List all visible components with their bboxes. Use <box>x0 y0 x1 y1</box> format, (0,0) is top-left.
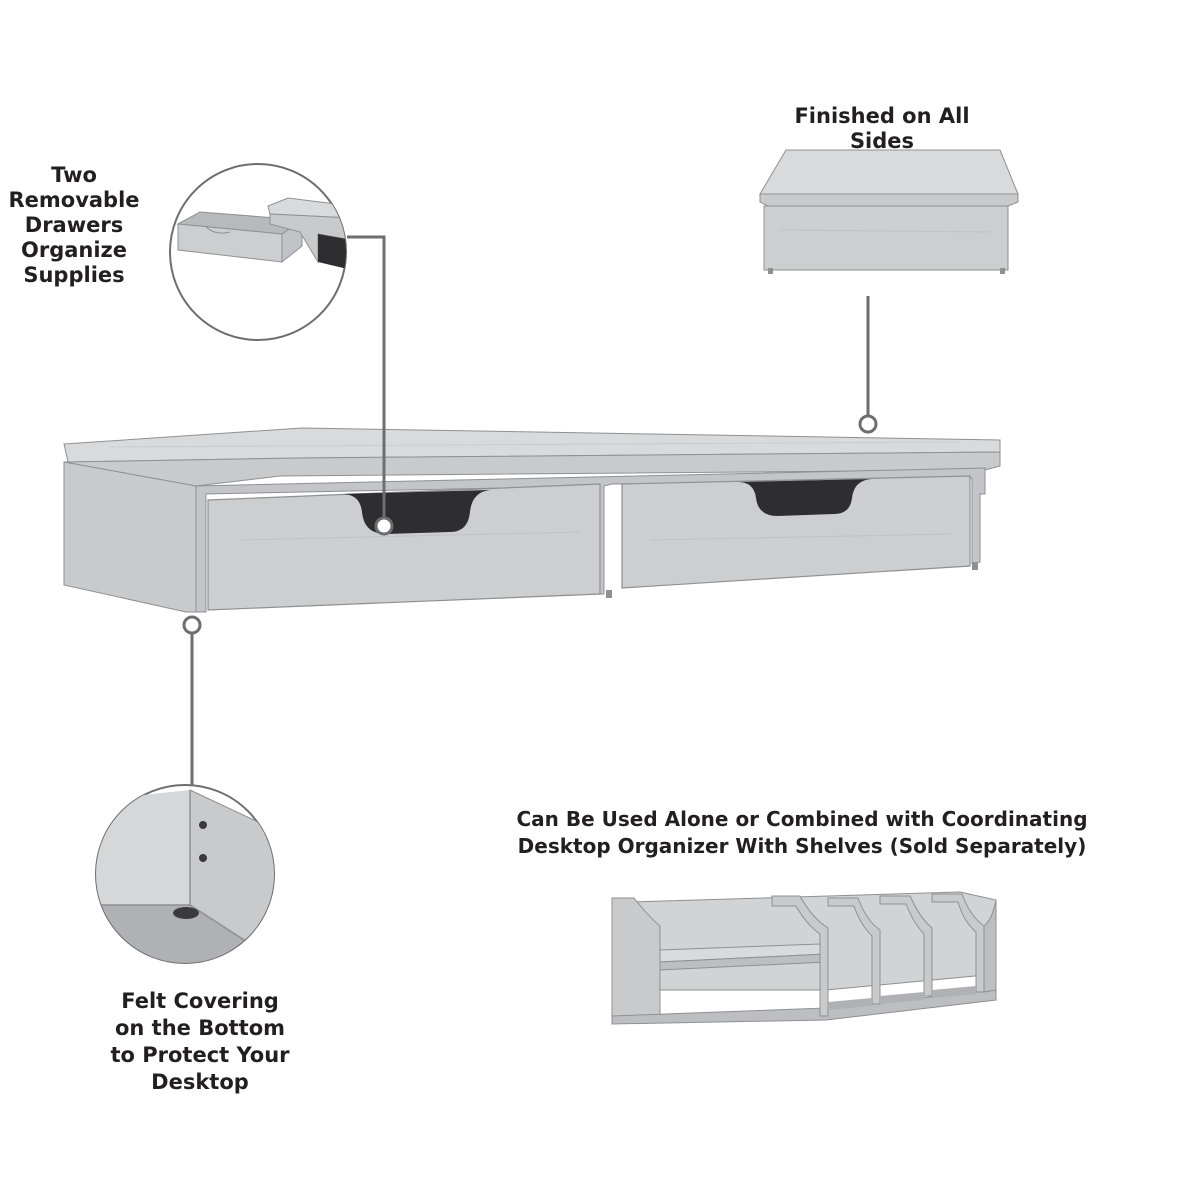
drawers-callout-line <box>347 235 386 518</box>
callout-drawers-line-1: Two <box>51 163 97 187</box>
callout-combined-line-2: Desktop Organizer With Shelves (Sold Sep… <box>517 834 1087 858</box>
callout-drawers-line-5: Supplies <box>23 263 125 287</box>
callout-lines <box>182 235 878 786</box>
callout-drawers-line-2: Removable <box>8 188 140 212</box>
callout-felt-line-4: Desktop <box>151 1070 249 1094</box>
drawers-detail-icon <box>169 163 347 341</box>
callout-finished: Finished on All Sides <box>760 104 1004 154</box>
callout-combined-line-1: Can Be Used Alone or Combined with Coord… <box>516 807 1088 831</box>
callout-drawers: Two Removable Drawers Organize Supplies <box>6 163 142 288</box>
callout-felt: Felt Covering on the Bottom to Protect Y… <box>110 988 290 1096</box>
callout-felt-line-3: to Protect Your <box>110 1043 290 1067</box>
felt-bottom-detail-icon <box>95 784 275 964</box>
callout-drawers-line-4: Organize <box>20 238 128 262</box>
finished-callout-dot <box>858 414 878 434</box>
drawers-callout-dot <box>374 516 394 536</box>
desktop-riser-icon <box>63 427 1001 613</box>
callout-felt-line-1: Felt Covering <box>121 989 279 1013</box>
felt-callout-dot <box>182 615 202 635</box>
callout-felt-line-2: on the Bottom <box>114 1016 286 1040</box>
finished-sides-detail-icon <box>759 149 1019 274</box>
organizer-shelves-icon <box>611 891 997 1025</box>
callout-drawers-line-3: Drawers <box>24 213 124 237</box>
callout-combined: Can Be Used Alone or Combined with Coord… <box>512 806 1092 860</box>
callout-finished-line-1: Finished on All Sides <box>794 104 970 153</box>
